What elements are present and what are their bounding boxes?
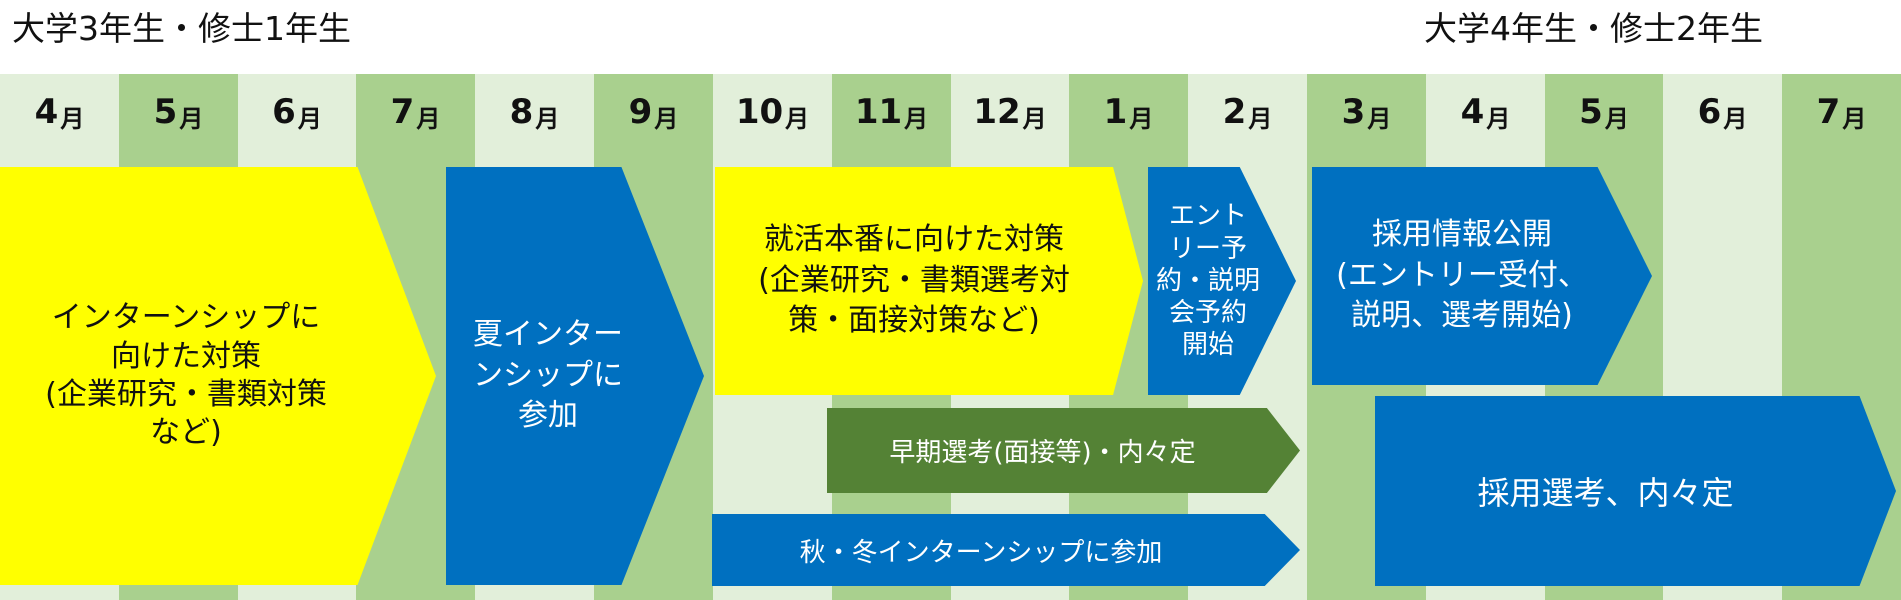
label-job-hunt-prep: 就活本番に向けた対策 (企業研究・書類選考対 策・面接対策など) bbox=[758, 221, 1070, 339]
year-label-right: 大学4年生・修士2年生 bbox=[1424, 9, 1763, 48]
year-label-left: 大学3年生・修士1年生 bbox=[12, 9, 351, 48]
arrow-recruit-info: 採用情報公開 (エントリー受付、 説明、選考開始) bbox=[1312, 167, 1652, 385]
month-unit: 月 bbox=[1367, 104, 1392, 133]
label-recruit-info: 採用情報公開 (エントリー受付、 説明、選考開始) bbox=[1336, 216, 1588, 334]
arrow-autumn-winter-internship: 秋・冬インターンシップに参加 bbox=[712, 514, 1300, 586]
month-unit: 月 bbox=[1604, 104, 1629, 133]
label-entry-booking: エント リー予 約・説明 会予約 開始 bbox=[1155, 201, 1260, 361]
month-number: 6 bbox=[272, 92, 296, 132]
month-unit: 月 bbox=[785, 104, 810, 133]
month-unit: 月 bbox=[60, 104, 85, 133]
month-number: 3 bbox=[1341, 92, 1366, 132]
month-unit: 月 bbox=[1486, 104, 1511, 133]
month-number: 1 bbox=[1103, 92, 1128, 132]
month-number: 5 bbox=[1579, 92, 1603, 132]
month-unit: 月 bbox=[1723, 104, 1748, 133]
month-number: 10 bbox=[735, 92, 784, 132]
month-unit: 月 bbox=[535, 104, 560, 133]
month-number: 9 bbox=[628, 92, 653, 132]
label-selection-offer: 採用選考、内々定 bbox=[1477, 474, 1734, 512]
label-early-selection: 早期選考(面接等)・内々定 bbox=[889, 438, 1196, 468]
label-internship-prep: インターンシップに 向けた対策 (企業研究・書類対策 など) bbox=[45, 300, 327, 451]
month-number: 4 bbox=[34, 92, 59, 132]
month-number: 4 bbox=[1460, 92, 1485, 132]
month-unit: 月 bbox=[1129, 104, 1154, 133]
month-number: 6 bbox=[1697, 92, 1722, 132]
arrow-early-selection: 早期選考(面接等)・内々定 bbox=[827, 408, 1300, 493]
month-number: 5 bbox=[153, 92, 178, 132]
month-unit: 月 bbox=[1842, 104, 1867, 133]
month-unit: 月 bbox=[1248, 104, 1273, 133]
month-number: 7 bbox=[1816, 92, 1841, 132]
month-number: 11 bbox=[854, 92, 903, 132]
month-number: 8 bbox=[509, 92, 534, 132]
arrow-internship-prep: インターンシップに 向けた対策 (企業研究・書類対策 など) bbox=[0, 167, 436, 585]
month-unit: 月 bbox=[179, 104, 204, 133]
month-unit: 月 bbox=[654, 104, 679, 133]
month-number: 2 bbox=[1222, 92, 1247, 132]
arrow-selection-offer: 採用選考、内々定 bbox=[1375, 396, 1896, 586]
label-autumn-winter-internship: 秋・冬インターンシップに参加 bbox=[799, 537, 1163, 568]
month-unit: 月 bbox=[297, 104, 322, 133]
month-unit: 月 bbox=[416, 104, 441, 133]
month-unit: 月 bbox=[1022, 104, 1047, 133]
month-unit: 月 bbox=[904, 104, 929, 133]
arrow-job-hunt-prep: 就活本番に向けた対策 (企業研究・書類選考対 策・面接対策など) bbox=[715, 167, 1143, 395]
label-summer-internship: 夏インター ンシップに 参加 bbox=[473, 316, 623, 434]
month-number: 12 bbox=[973, 92, 1021, 132]
month-number: 7 bbox=[390, 92, 415, 132]
